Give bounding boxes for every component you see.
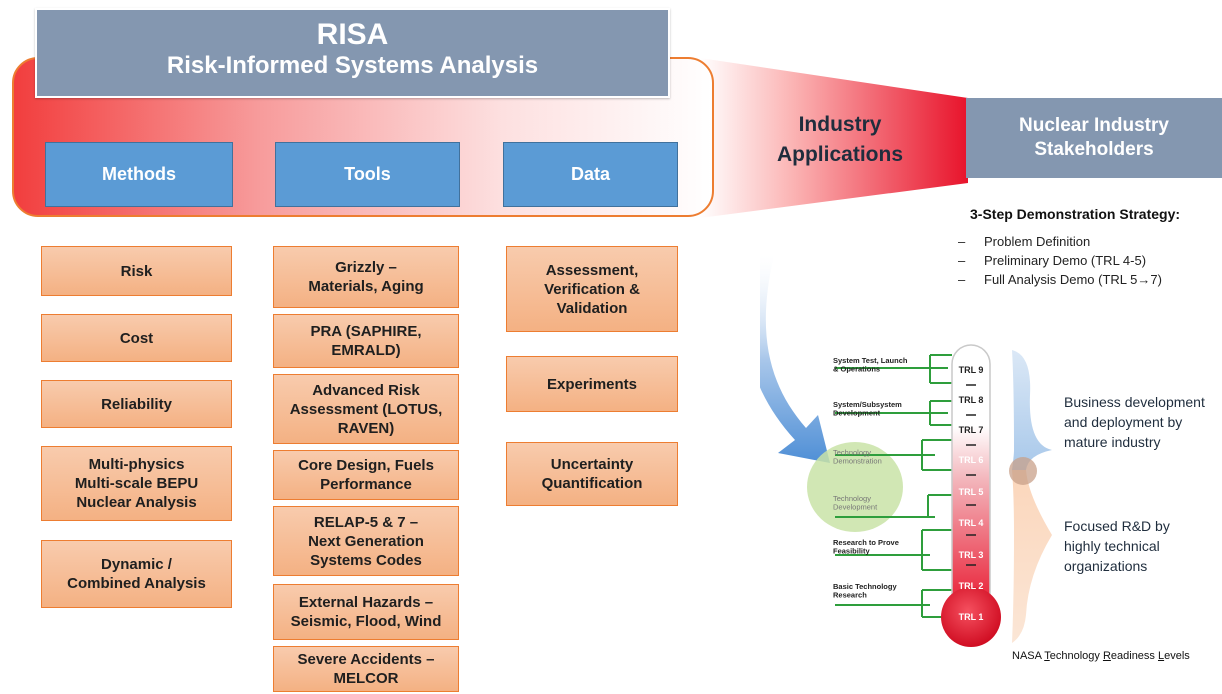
risa-title-box: RISA Risk-Informed Systems Analysis	[35, 8, 670, 98]
trl-8-label: TRL 8	[959, 395, 984, 405]
stakeholders-box: Nuclear Industry Stakeholders	[966, 98, 1222, 178]
trl-3-label: TRL 3	[959, 550, 984, 560]
phase-label: System Test, Launch& Operations	[833, 356, 908, 374]
strategy-list: –Problem Definition –Preliminary Demo (T…	[958, 232, 1222, 289]
business-development-text: Business development and deployment by m…	[1064, 394, 1205, 450]
risa-title: RISA	[316, 18, 389, 51]
trl-2-label: TRL 2	[959, 581, 984, 591]
trl-9-label: TRL 9	[959, 365, 984, 375]
industry-applications-label: Industry Applications	[776, 113, 903, 166]
data-item-uncertainty: Uncertainty Quantification	[506, 442, 678, 506]
method-item-dynamic: Dynamic / Combined Analysis	[41, 540, 232, 608]
method-item-risk: Risk	[41, 246, 232, 296]
method-item-reliability: Reliability	[41, 380, 232, 428]
data-box: Data	[503, 142, 678, 207]
funnel-shape	[700, 58, 968, 218]
method-item-cost: Cost	[41, 314, 232, 362]
brace-overlap	[1009, 457, 1037, 485]
tool-item-advanced-risk: Advanced Risk Assessment (LOTUS, RAVEN)	[273, 374, 459, 444]
methods-box: Methods	[45, 142, 233, 207]
brace-rd	[1012, 470, 1052, 643]
focused-rd-text: Focused R&D by highly technical organiza…	[1064, 518, 1170, 574]
tool-item-severe-accidents: Severe Accidents – MELCOR	[273, 646, 459, 692]
tool-item-core-design: Core Design, Fuels Performance	[273, 450, 459, 500]
green-highlight	[807, 442, 903, 532]
strategy-step: –Problem Definition	[958, 234, 1091, 249]
strategy-title: 3-Step Demonstration Strategy:	[970, 206, 1181, 222]
tool-item-relap: RELAP-5 & 7 – Next Generation Systems Co…	[273, 506, 459, 576]
tool-item-pra: PRA (SAPHIRE, EMRALD)	[273, 314, 459, 368]
data-item-experiments: Experiments	[506, 356, 678, 412]
tool-item-grizzly: Grizzly – Materials, Aging	[273, 246, 459, 308]
thermometer-bulb	[941, 587, 1001, 647]
trl-1-label: TRL 1	[959, 612, 984, 622]
strategy-step: –Full Analysis Demo (TRL 5→7)	[958, 272, 1162, 287]
tick-dashes	[966, 384, 976, 566]
brace-business	[1012, 350, 1052, 470]
data-item-assessment: Assessment, Verification & Validation	[506, 246, 678, 332]
trl-7-label: TRL 7	[959, 425, 984, 435]
trl-4-label: TRL 4	[959, 518, 984, 528]
tools-box: Tools	[275, 142, 460, 207]
phase-connectors	[835, 354, 952, 618]
trl-graphic: TRL 9 TRL 8 TRL 7 TRL 6 TRL 5 TRL 4 TRL …	[760, 255, 1052, 647]
trl-6-label: TRL 6	[959, 455, 984, 465]
trl-5-label: TRL 5	[959, 487, 984, 497]
strategy-step: –Preliminary Demo (TRL 4-5)	[958, 253, 1147, 268]
curved-arrow	[760, 255, 830, 463]
tool-item-external-hazards: External Hazards – Seismic, Flood, Wind	[273, 584, 459, 640]
method-item-multiphysics: Multi-physics Multi-scale BEPU Nuclear A…	[41, 446, 232, 521]
nasa-caption: NASA Technology Readiness Levels	[1012, 650, 1190, 662]
risa-subtitle: Risk-Informed Systems Analysis	[166, 52, 539, 79]
